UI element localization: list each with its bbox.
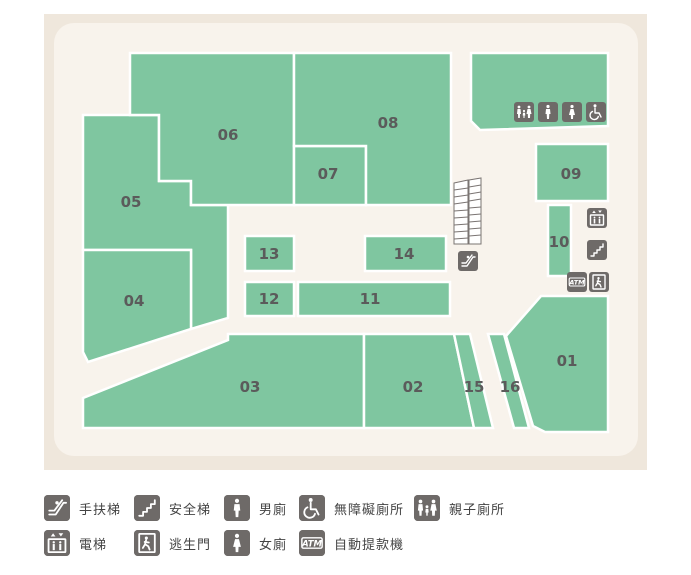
- unit-13[interactable]: [243, 234, 296, 273]
- unit-label: 16: [500, 378, 521, 396]
- stairs-icon[interactable]: [587, 240, 607, 260]
- unit-11[interactable]: [296, 280, 452, 318]
- legend-item-emergency-exit: 逃生門: [134, 530, 211, 556]
- escalator-icon[interactable]: [458, 251, 478, 271]
- legend-item-family-restroom: 親子廁所: [414, 495, 505, 521]
- atm-icon[interactable]: ATM: [567, 272, 587, 292]
- emergency-exit-icon[interactable]: [589, 272, 609, 292]
- womens-restroom-icon: [224, 530, 250, 556]
- unit-label: 13: [259, 245, 280, 263]
- family-restroom-icon[interactable]: [514, 102, 534, 122]
- atm-icon-label: ATM: [568, 279, 585, 287]
- unit-label: 12: [259, 290, 280, 308]
- unit-label: 07: [318, 165, 339, 183]
- legend-item-escalator: 手扶梯: [44, 495, 121, 521]
- legend-item-womens-restroom: 女廁: [224, 530, 287, 556]
- unit-12[interactable]: [243, 280, 296, 318]
- mens-restroom-icon[interactable]: [538, 102, 558, 122]
- legend-item-atm: ATM 自動提款機: [299, 530, 404, 556]
- family-restroom-icon: [414, 495, 440, 521]
- legend-item-elevator: 電梯: [44, 530, 107, 556]
- emergency-exit-icon: [134, 530, 160, 556]
- escalator-drawing: [453, 177, 482, 245]
- accessible-restroom-icon[interactable]: [586, 102, 606, 122]
- unit-label: 15: [464, 378, 485, 396]
- unit-14[interactable]: [363, 234, 448, 273]
- legend-item-accessible-restroom: 無障礙廁所: [299, 495, 404, 521]
- unit-label: 01: [557, 352, 578, 370]
- unit-label: 08: [378, 114, 399, 132]
- legend-item-mens-restroom: 男廁: [224, 495, 287, 521]
- unit-label: 09: [561, 165, 582, 183]
- accessible-restroom-icon: [299, 495, 325, 521]
- womens-restroom-icon[interactable]: [562, 102, 582, 122]
- unit-16[interactable]: [486, 332, 531, 430]
- legend-label: 自動提款機: [334, 537, 405, 553]
- unit-label: 05: [121, 193, 142, 211]
- legend-label: 電梯: [79, 537, 108, 553]
- legend-label: 女廁: [259, 537, 288, 553]
- unit-label: 11: [360, 290, 381, 308]
- unit-01[interactable]: [504, 294, 610, 434]
- atm-icon: ATM: [299, 530, 325, 556]
- floor-map: 01 02 03 04 05 06 07 08 09 10 11 12 13 1…: [44, 14, 647, 470]
- escalator-icon: [44, 495, 70, 521]
- legend-label: 逃生門: [169, 537, 212, 553]
- unit-04[interactable]: [81, 248, 193, 364]
- unit-label: 03: [240, 378, 261, 396]
- unit-09[interactable]: [534, 142, 610, 203]
- stairs-icon: [134, 495, 160, 521]
- unit-label: 02: [403, 378, 424, 396]
- legend-label: 男廁: [259, 502, 288, 518]
- unit-08[interactable]: [292, 51, 453, 207]
- elevator-icon: [44, 530, 70, 556]
- unit-label: 10: [549, 233, 570, 251]
- legend-label: 安全梯: [169, 502, 212, 518]
- unit-label: 06: [218, 126, 239, 144]
- legend-label: 手扶梯: [79, 502, 122, 518]
- legend-item-stairs: 安全梯: [134, 495, 211, 521]
- legend-label: 無障礙廁所: [334, 502, 405, 518]
- elevator-icon[interactable]: [587, 208, 607, 228]
- atm-icon-label: ATM: [301, 539, 322, 549]
- legend-label: 親子廁所: [449, 502, 506, 518]
- unit-15[interactable]: [452, 332, 495, 430]
- unit-label: 04: [124, 292, 145, 310]
- unit-label: 14: [394, 245, 415, 263]
- mens-restroom-icon: [224, 495, 250, 521]
